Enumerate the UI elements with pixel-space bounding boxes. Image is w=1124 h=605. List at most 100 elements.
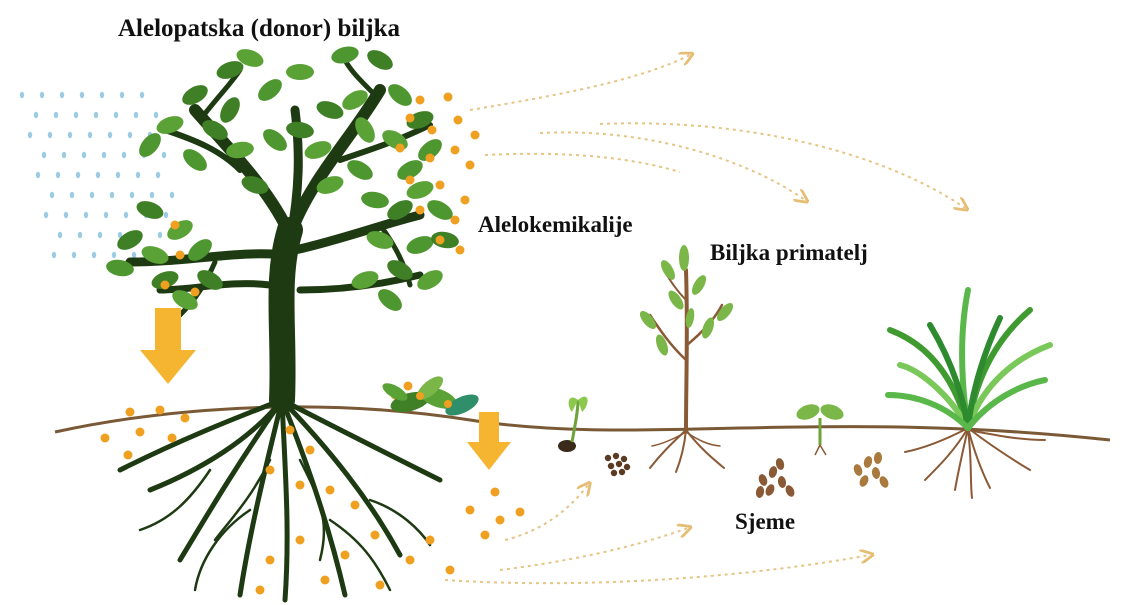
receiver-sapling — [639, 245, 734, 473]
root — [237, 397, 285, 598]
donor-leaf — [388, 84, 412, 106]
donor-leaf — [406, 236, 434, 254]
donor-leaf — [347, 160, 373, 180]
rain-drop — [61, 151, 67, 159]
root — [177, 397, 285, 563]
seed-cluster-3 — [853, 452, 889, 488]
donor-leaf — [236, 49, 264, 67]
allelochemical-dot — [450, 145, 460, 155]
allelochemical-dot — [370, 530, 380, 540]
donor-leaf — [117, 230, 143, 250]
rain-drop — [99, 91, 105, 99]
allelochemical-dot — [460, 195, 470, 205]
donor-leaf — [197, 270, 223, 290]
rain-drop — [161, 151, 167, 159]
allelochemical-dot — [170, 220, 180, 230]
grass-blade — [885, 392, 971, 431]
donor-leaf — [355, 117, 375, 143]
rain-drop — [149, 191, 155, 199]
donor-leaf — [316, 176, 344, 194]
allelochemical-dot — [490, 487, 500, 497]
donor-leaf — [106, 259, 134, 277]
rain-drop — [117, 231, 123, 239]
flow-arrow — [504, 485, 588, 541]
flow-arrow — [539, 131, 805, 200]
allelochemical-dots — [100, 92, 525, 595]
allelochemical-dot — [100, 433, 110, 443]
rain-drop — [93, 111, 99, 119]
allelochemical-dot — [495, 515, 505, 525]
allelochemical-dot — [405, 113, 415, 123]
allelochemical-dot — [265, 465, 275, 475]
flow-arrow — [499, 528, 688, 571]
donor-leaf — [304, 141, 332, 159]
allelochemical-dot — [340, 550, 350, 560]
rain-drop — [95, 171, 101, 179]
rain-drop — [41, 151, 47, 159]
allelochemical-dot — [167, 433, 177, 443]
donor-leaf — [406, 181, 434, 199]
root — [279, 397, 290, 603]
flow-arrow — [469, 55, 690, 111]
rain-drop — [121, 151, 127, 159]
rain-drop — [77, 231, 83, 239]
rain-drop — [71, 251, 77, 259]
rain-drop — [57, 231, 63, 239]
allelochemicals-label: Alelokemikalije — [478, 212, 633, 237]
flow-arrow — [599, 122, 965, 208]
allelochemical-dot — [405, 555, 415, 565]
rain-drop — [115, 171, 121, 179]
rain-drop — [153, 111, 159, 119]
allelochemical-dot — [425, 535, 435, 545]
rain-drop — [127, 131, 133, 139]
allelochemical-dot — [480, 530, 490, 540]
rain-drop — [103, 211, 109, 219]
rain-drop — [51, 251, 57, 259]
allelochemical-dot — [415, 205, 425, 215]
rain-drop — [59, 91, 65, 99]
allelochemical-dot — [470, 130, 480, 140]
rain-drops — [19, 91, 175, 259]
root — [328, 518, 392, 592]
rain-drop — [111, 251, 117, 259]
donor-leaf — [427, 200, 453, 220]
donor-leaf — [220, 97, 240, 123]
allelochemical-dot — [443, 92, 453, 102]
allelochemical-dot — [395, 143, 405, 153]
donor-leaf — [351, 271, 379, 289]
allelochemical-dot — [123, 450, 133, 460]
allelochemical-dot — [427, 125, 437, 135]
rain-drop — [53, 111, 59, 119]
donor-leaf — [216, 61, 244, 79]
donor-leaf — [202, 120, 228, 140]
donor-leaf — [167, 220, 193, 240]
soil-surface-line — [54, 405, 1111, 442]
grass-blade — [927, 322, 971, 431]
allelochemical-dot — [435, 180, 445, 190]
donor-plant-label: Alelopatska (donor) biljka — [118, 15, 400, 42]
sprout — [796, 404, 844, 456]
root — [298, 458, 326, 562]
rain-drop — [81, 151, 87, 159]
allelochemical-flow-arrows — [444, 55, 965, 585]
donor-leaf — [241, 176, 269, 194]
flow-arrow — [444, 555, 870, 585]
root — [213, 458, 272, 542]
donor-leaf — [182, 85, 208, 105]
grass-blade — [965, 377, 1048, 431]
donor-leaf — [258, 79, 282, 101]
allelochemical-dot — [375, 580, 385, 590]
donor-leaf — [172, 290, 198, 310]
grass-plant — [885, 287, 1053, 499]
root — [117, 397, 285, 473]
rain-drop — [169, 191, 175, 199]
donor-leaf — [417, 270, 443, 290]
rain-drop — [133, 111, 139, 119]
rain-drop — [75, 171, 81, 179]
allelochemical-dot — [295, 535, 305, 545]
allelochemical-dot — [425, 153, 435, 163]
allelochemical-dot — [350, 500, 360, 510]
allelochemical-dot — [403, 381, 413, 391]
allelochemical-dot — [405, 175, 415, 185]
